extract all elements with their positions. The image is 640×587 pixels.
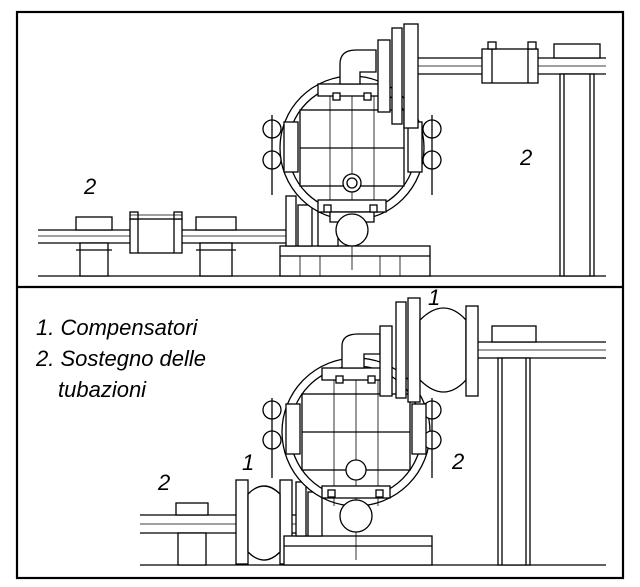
legend-item-pipe-support-cont: tubazioni	[58, 377, 147, 402]
top-label-support-right: 2	[519, 145, 532, 170]
bottom-installation-view: 1 1 2 2	[140, 285, 606, 566]
bottom-label-support-left: 2	[157, 470, 170, 495]
outer-frame	[15, 10, 625, 580]
bottom-compensator-top	[379, 297, 479, 403]
bottom-label-compensator-left: 1	[242, 450, 254, 475]
bottom-label-compensator-top: 1	[428, 285, 440, 310]
top-right-pipe	[377, 23, 606, 129]
top-right-pipe-support	[553, 43, 601, 277]
bottom-label-support-right: 2	[451, 449, 464, 474]
legend: 1. Compensatori 2. Sostegno delle tubazi…	[35, 315, 206, 402]
bottom-compensator-left	[235, 479, 293, 565]
bottom-pump-body	[262, 333, 442, 560]
top-installation-view: 2 2	[38, 23, 606, 277]
legend-item-compensators: 1. Compensatori	[36, 315, 199, 340]
legend-item-pipe-support: 2. Sostegno delle	[35, 346, 206, 371]
bottom-right-pipe	[478, 341, 606, 359]
bottom-left-pipe	[140, 502, 296, 566]
bottom-right-pipe-support	[491, 325, 537, 566]
top-left-pipe-support-2	[195, 216, 237, 277]
top-label-support-left: 2	[83, 174, 96, 199]
top-left-pipe-support-1	[75, 216, 113, 277]
